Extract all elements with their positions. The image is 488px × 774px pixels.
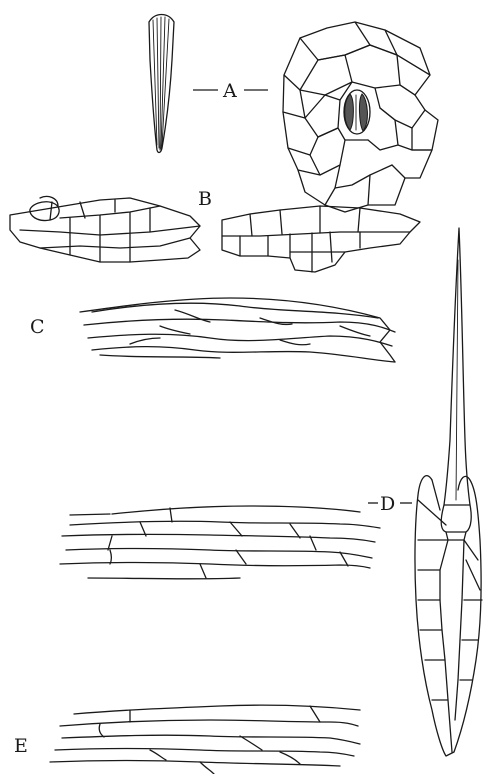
figure-d-hair	[415, 228, 482, 756]
stoma-guard-right	[359, 94, 367, 131]
figure-a-epidermis	[283, 22, 438, 212]
label-c: C	[30, 316, 45, 338]
label-b: B	[198, 188, 212, 210]
label-e: E	[14, 735, 28, 757]
figure-c-cells	[80, 298, 395, 362]
figure-a-leaf	[149, 15, 174, 153]
figure-e-cells	[50, 705, 360, 774]
label-a: A	[222, 80, 237, 102]
label-a-group: A	[193, 80, 268, 102]
label-d-group: D	[368, 493, 412, 515]
figure-b-left-strip	[10, 196, 200, 262]
label-d: D	[380, 493, 395, 515]
figure-d-cells	[60, 506, 380, 579]
figure-b-right-strip	[222, 206, 420, 272]
